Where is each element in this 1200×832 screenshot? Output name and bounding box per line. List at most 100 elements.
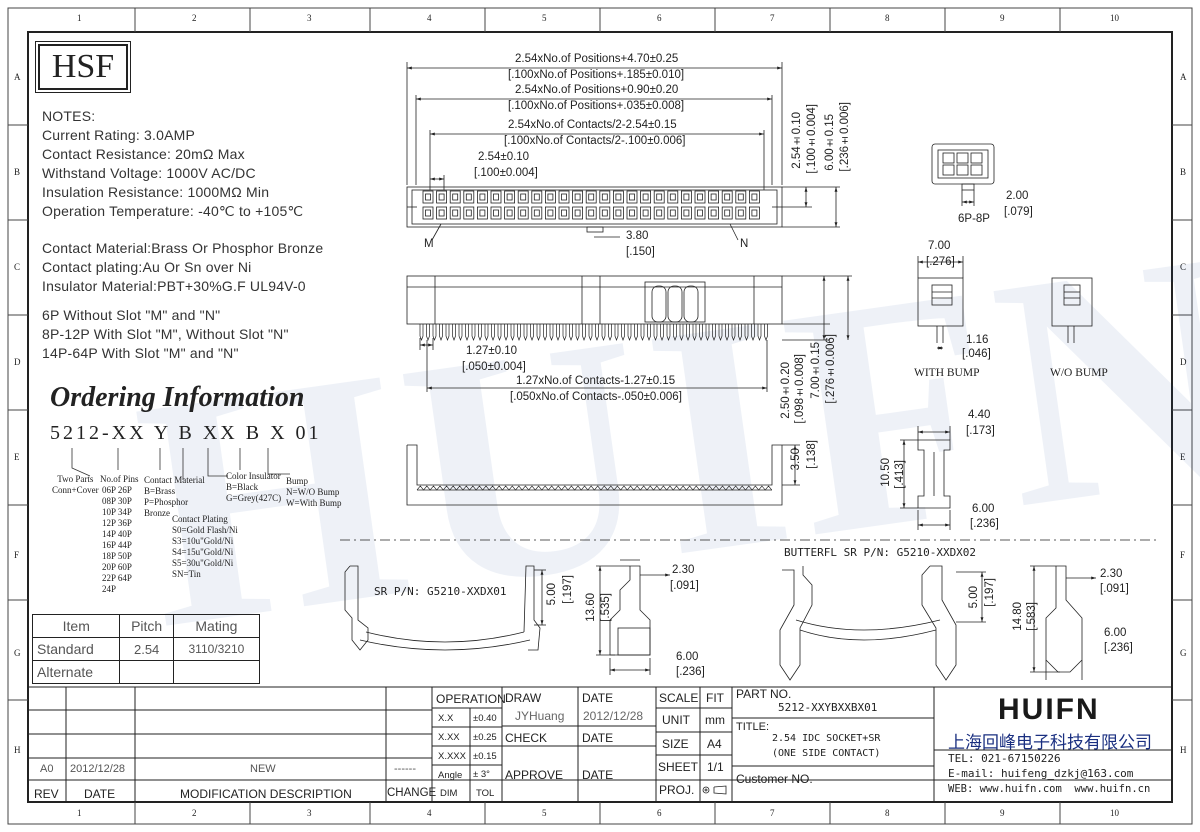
contact-slot	[737, 193, 744, 201]
tb-draw: DRAW	[505, 691, 542, 705]
side-pin	[601, 324, 606, 341]
grid-col-2-bottom: 2	[192, 808, 197, 818]
material-line: Contact plating:Au Or Sn over Ni	[42, 259, 252, 275]
note-line: Contact Resistance: 20mΩ Max	[42, 146, 245, 162]
note-line: Operation Temperature: -40℃ to +105℃	[42, 203, 304, 219]
tb-tol-xxxx: X.XXX	[438, 751, 466, 762]
contact-cell	[436, 206, 448, 220]
tb-size: SIZE	[662, 737, 689, 751]
grid-row-h: H	[14, 745, 21, 755]
contact-cell	[640, 206, 651, 220]
label-slot-n: N	[740, 238, 749, 250]
contact-cell	[694, 190, 706, 204]
side-pin	[549, 324, 554, 341]
side-pin	[439, 324, 443, 341]
contact-cell	[476, 206, 488, 220]
grid-row-e-right: E	[1180, 452, 1186, 462]
contact-cell	[531, 206, 543, 220]
dim-bump-size-in: [.046]	[962, 348, 991, 360]
side-pin	[647, 324, 651, 341]
side-pin	[426, 324, 430, 341]
side-pin	[465, 324, 469, 341]
company-tel: TEL: 021-67150226	[948, 752, 1061, 765]
side-pin	[757, 324, 762, 341]
tb-unit: UNIT	[662, 713, 690, 727]
grid-row-a-right: A	[1180, 72, 1187, 82]
grid-col-7-bottom: 7	[770, 808, 775, 818]
grid-col-4-bottom: 4	[427, 808, 432, 818]
side-pin	[471, 324, 476, 341]
side-pin	[458, 324, 463, 341]
tb-tol-xx-val: ±0.40	[473, 713, 497, 724]
contact-slot	[479, 209, 486, 217]
tb-part-no-label: PART NO.	[736, 687, 792, 701]
side-pin	[764, 324, 768, 341]
grid-col-6-bottom: 6	[657, 808, 662, 818]
grid-row-h-right: H	[1180, 745, 1187, 755]
side-pin	[640, 324, 645, 341]
contact-slot	[710, 209, 717, 217]
contact-slot	[629, 209, 635, 217]
note-line: Current Rating: 3.0AMP	[42, 127, 196, 143]
company-name: 上海回峰电子科技有限公司	[948, 733, 1152, 752]
grid-col-1-bottom: 1	[77, 808, 82, 818]
contact-slot	[574, 193, 581, 201]
contact-slot	[533, 209, 540, 217]
contact-slot	[425, 193, 431, 201]
grid-col-7: 7	[770, 13, 775, 23]
ordering-leader-lines	[71, 448, 290, 480]
dim-sr-thickness-in: [.091]	[670, 580, 699, 592]
contact-slot	[683, 193, 690, 201]
grid-col-5-bottom: 5	[542, 808, 547, 818]
contact-cell	[517, 190, 529, 204]
grid-col-3: 3	[307, 13, 312, 23]
contact-slot	[629, 193, 635, 201]
tb-customer-no: Customer NO.	[736, 772, 813, 786]
side-pin	[562, 324, 567, 341]
contact-cell	[436, 190, 448, 204]
tb-modification-header: MODIFICATION DESCRIPTION	[180, 787, 352, 801]
tb-size-a4: A4	[707, 737, 722, 751]
table-cell	[172, 660, 261, 684]
grid-row-f-right: F	[1180, 550, 1186, 560]
grid-row-b-right: B	[1180, 167, 1187, 177]
grid-row-b: B	[14, 167, 21, 177]
side-pin	[484, 324, 489, 341]
side-pin	[686, 324, 690, 341]
contact-slot	[683, 209, 690, 217]
side-pin	[673, 324, 677, 341]
tb-draw-date: 2012/12/28	[583, 709, 644, 723]
tb-tol-xxx: X.XX	[438, 732, 460, 743]
tb-draw-name: JYHuang	[515, 709, 565, 723]
dim-bump-size: 1.16	[966, 334, 989, 346]
company-web: WEB: www.huifn.com www.huifn.cn	[948, 783, 1151, 795]
dim-butterfly-end-width: 6.00	[1104, 627, 1127, 639]
side-pin	[517, 324, 521, 341]
contact-slot	[615, 209, 622, 217]
contact-slot	[588, 209, 595, 217]
side-pin	[692, 324, 697, 341]
dim-butterfly-thickness: 2.30	[1100, 568, 1123, 580]
contact-cell	[667, 190, 679, 204]
dim-side-pitch-in: [.050±0.004]	[462, 361, 526, 373]
contact-slot	[520, 193, 527, 201]
contact-slot	[465, 193, 472, 201]
tb-mod-value: NEW	[250, 763, 276, 775]
contact-cell	[517, 206, 529, 220]
tb-tol-angle: Angle	[438, 770, 463, 781]
grid-col-1: 1	[77, 13, 82, 23]
cover-teeth	[416, 485, 773, 491]
grid-col-8-bottom: 8	[885, 808, 890, 818]
side-pin	[569, 324, 573, 341]
material-line: Contact Material:Brass Or Phosphor Bronz…	[42, 240, 324, 256]
contact-slot	[438, 209, 445, 217]
table-row: Standard 2.54 3110/3210	[31, 637, 261, 661]
tb-unit-mm: mm	[705, 713, 725, 727]
contact-slot	[751, 193, 758, 201]
label-6p-8p: 6P-8P	[958, 213, 990, 225]
contact-slot	[724, 209, 731, 217]
contact-cell	[721, 190, 733, 204]
contact-slot	[588, 193, 595, 201]
tb-check-date: DATE	[582, 731, 614, 745]
notes-title: NOTES:	[42, 108, 96, 124]
